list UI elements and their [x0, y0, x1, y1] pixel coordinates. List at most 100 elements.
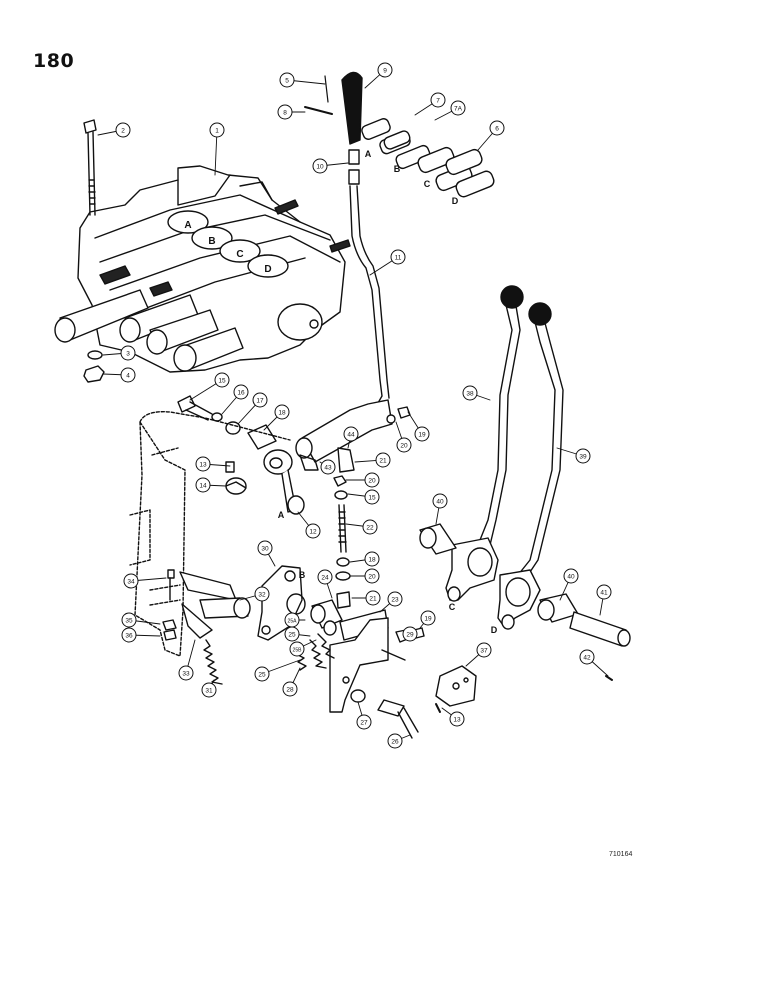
callout-number: 4: [126, 373, 130, 380]
callout-bubble: [390, 249, 406, 265]
callout-number: 6: [495, 126, 499, 133]
shift-links: [361, 118, 495, 198]
callout-number: 9: [383, 68, 387, 75]
callout-number: 20: [400, 443, 408, 450]
callout-number: 26: [391, 739, 399, 746]
callout-bubble: [364, 489, 380, 505]
callout-number: 18: [368, 557, 376, 564]
position-letter-label: D: [491, 625, 498, 635]
callout-number: 23: [391, 597, 399, 604]
page-number: 180: [33, 50, 75, 72]
callout-bubble: [396, 437, 412, 453]
callout-number: 31: [205, 688, 213, 695]
callout-number: 35: [125, 618, 133, 625]
callout-bubble: [201, 682, 217, 698]
callout-number: 19: [418, 432, 426, 439]
callout-bubble: [449, 711, 465, 727]
callout-bubble: [254, 586, 270, 602]
callout-bubble: [317, 569, 333, 585]
callout-number: 16: [237, 390, 245, 397]
callout-bubble: [115, 122, 131, 138]
callout-number: 15: [368, 495, 376, 502]
callout-bubble: [432, 493, 448, 509]
callout-bubble: [364, 551, 380, 567]
callout-bubble: [462, 385, 478, 401]
callout-bubble: [356, 714, 372, 730]
callout-number: 13: [453, 717, 461, 724]
control-valve-body: [54, 165, 351, 373]
position-letter-label: B: [394, 164, 401, 174]
callout-bubble: [320, 459, 336, 475]
callout-bubble: [387, 591, 403, 607]
callout-number: 41: [600, 590, 608, 597]
callout-number: 39: [579, 454, 587, 461]
callout-number: 37: [480, 648, 488, 655]
callout-bubble: [277, 104, 293, 120]
callout-number: 24: [321, 575, 329, 582]
callout-bubble: [279, 72, 295, 88]
callout-number: 2: [121, 128, 125, 135]
callout-bubble: [420, 610, 436, 626]
callout-number: 10: [316, 164, 324, 171]
valve-section-label: B: [208, 236, 215, 247]
callout-bubble: [121, 627, 137, 643]
callout-number: 3: [126, 351, 130, 358]
callout-bubble: [233, 384, 249, 400]
callout-number: 32: [258, 592, 266, 599]
callout-number: 19: [424, 616, 432, 623]
callout-bubble: [120, 345, 136, 361]
callout-bubble: [120, 367, 136, 383]
callout-number: 20: [368, 574, 376, 581]
callout-bubble: [252, 392, 268, 408]
callout-bubble: [563, 568, 579, 584]
callout-number: 36: [125, 633, 133, 640]
hand-lever-39: [497, 302, 564, 630]
position-letter-label: D: [452, 196, 459, 206]
callout-number: 28: [286, 687, 294, 694]
callout-bubble: [364, 472, 380, 488]
callout-bubble: [195, 477, 211, 493]
callout-number: 21: [369, 596, 377, 603]
callout-number: 8: [283, 110, 287, 117]
callout-number: 38: [466, 391, 474, 398]
callout-number: 22: [366, 525, 374, 532]
valve-section-label: C: [236, 249, 243, 260]
support-bracket: [129, 411, 291, 657]
position-letter-label: C: [449, 602, 456, 612]
position-letter-label: A: [365, 149, 372, 159]
callout-bubble: [575, 448, 591, 464]
callout-number: 7A: [454, 106, 463, 113]
bolt: [83, 119, 97, 216]
callout-number: 33: [182, 671, 190, 678]
callout-bubble: [178, 665, 194, 681]
callout-bubble: [305, 523, 321, 539]
callout-bubble: [254, 666, 270, 682]
callout-bubble: [402, 626, 418, 642]
callout-bubble: [274, 404, 290, 420]
callout-bubble: [387, 733, 403, 749]
callout-number: 34: [127, 579, 135, 586]
position-letter-label: A: [278, 510, 285, 520]
callout-number: 40: [567, 574, 575, 581]
callout-number: 30: [261, 546, 269, 553]
callout-bubble: [450, 100, 466, 116]
callout-number: 25A: [288, 619, 298, 625]
callout-number: 25: [288, 632, 296, 639]
callout-number: 43: [324, 465, 332, 472]
callout-bubble: [365, 590, 381, 606]
callout-number: 40: [436, 499, 444, 506]
callout-number: 25: [258, 672, 266, 679]
callout-bubble: [343, 426, 359, 442]
callout-number: 29: [406, 632, 414, 639]
callout-bubble: [123, 573, 139, 589]
callout-bubble: [414, 426, 430, 442]
callout-number: 25B: [293, 648, 303, 654]
callout-number: 17: [256, 398, 264, 405]
callout-bubble: [489, 120, 505, 136]
callout-bubble: [579, 649, 595, 665]
position-letter-label: C: [424, 179, 431, 189]
callout-bubble: [377, 62, 393, 78]
callout-number: 42: [583, 655, 591, 662]
callout-bubble: [214, 372, 230, 388]
